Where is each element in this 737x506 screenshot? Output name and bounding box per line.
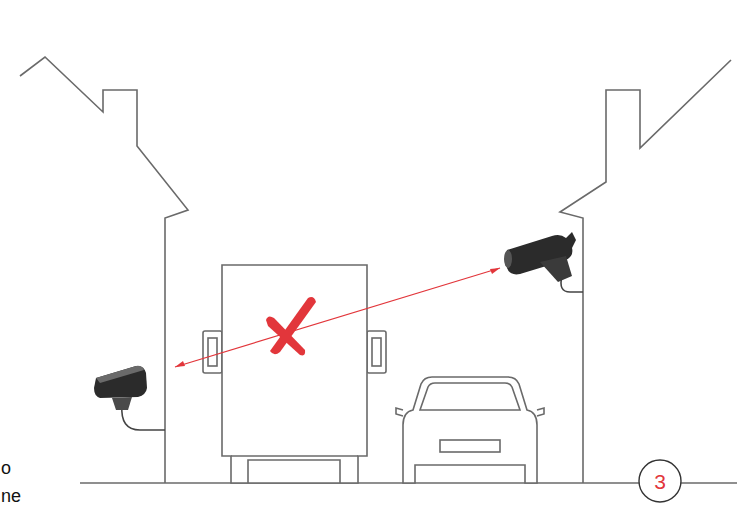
truck-mirror-right: [367, 331, 386, 373]
text-fragment: o: [1, 459, 11, 477]
right-house: [560, 60, 731, 483]
car-mirror-right: [537, 408, 544, 416]
cross-stroke-2: [266, 316, 305, 355]
truck-mirror-left-inner: [208, 338, 217, 366]
sight-line-red: [175, 268, 500, 367]
camera-right-bracket: [540, 256, 572, 282]
camera-left-face: [96, 366, 144, 383]
truck-grille: [231, 455, 358, 457]
truck: [203, 265, 386, 483]
truck-bumper: [248, 460, 340, 483]
camera-right: [504, 232, 583, 292]
camera-left-bracket: [112, 397, 132, 410]
car-plate: [440, 440, 500, 452]
sight-line-head-left: [175, 361, 185, 367]
text-fragment: ne: [1, 487, 21, 505]
callout-circle-ring: [639, 460, 681, 502]
camera-left-body: [94, 366, 147, 398]
sight-line: [175, 268, 500, 367]
left-house: [20, 57, 188, 483]
houses: [20, 57, 737, 483]
callout-circle: 3: [638, 459, 682, 503]
callout-number: 3: [654, 471, 666, 492]
camera-left: [94, 366, 165, 430]
car-mirror-left: [396, 408, 403, 416]
car-window: [420, 383, 520, 410]
blocked-cross: [266, 297, 316, 355]
car: [396, 377, 544, 483]
truck-body: [222, 265, 367, 483]
camera-right-lens: [504, 250, 512, 268]
truck-mirror-right-inner: [372, 338, 381, 366]
sight-line-head-right: [490, 268, 500, 274]
car-body: [403, 377, 537, 483]
truck-mirror-left: [203, 331, 222, 373]
